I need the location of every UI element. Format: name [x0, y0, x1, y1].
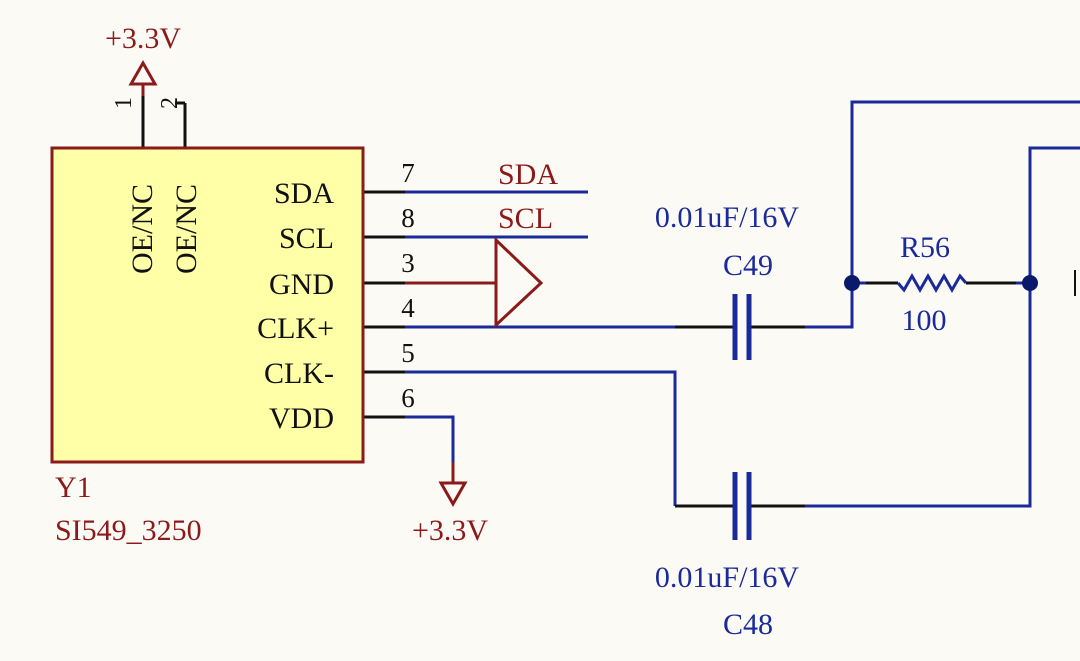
ic-pin-clk-minus-name: CLK- [264, 357, 334, 390]
power-arrow-up-icon [128, 59, 158, 86]
power-top-label: +3.3V [105, 22, 181, 55]
ic-pin-clk-plus-name: CLK+ [257, 312, 334, 345]
power-top-symbol [128, 59, 158, 96]
capacitor-c49 [675, 294, 805, 360]
capacitor-c48 [675, 472, 805, 540]
ic-pin-scl-name: SCL [279, 222, 334, 255]
ic-pin-2-number: 2 [157, 97, 183, 109]
ic-pin-5-number: 5 [401, 338, 415, 368]
ic-body [50, 146, 365, 464]
r56-designator: R56 [900, 231, 950, 264]
ic-pin-8-number: 8 [401, 203, 415, 233]
pin-stubs [141, 96, 455, 483]
r56-value: 100 [902, 304, 947, 337]
resistor-r56 [866, 272, 1016, 294]
net-label-sda: SDA [498, 158, 558, 191]
ic-pin-vdd-name: VDD [269, 402, 334, 435]
ic-pin-sda-name: SDA [274, 177, 334, 210]
wire-c48-to-r56-right [805, 146, 1080, 508]
c49-value: 0.01uF/16V [655, 201, 800, 234]
junction-dot [844, 275, 860, 291]
wire-c49-to-r56-top [805, 100, 1080, 329]
power-bottom-label: +3.3V [412, 514, 488, 547]
ic-designator: Y1 [55, 471, 92, 504]
c48-designator: C48 [723, 608, 773, 641]
power-bottom-symbol [438, 462, 468, 508]
power-arrow-down-icon [438, 481, 468, 508]
ic-pin-4-number: 4 [401, 293, 415, 323]
c48-value: 0.01uF/16V [655, 561, 800, 594]
ic-pin-1-number: 1 [111, 97, 137, 109]
wires [405, 100, 1080, 508]
c49-designator: C49 [723, 249, 773, 282]
ic-pin-7-number: 7 [401, 158, 415, 188]
ic-pin-6-number: 6 [401, 383, 415, 413]
junction-dot [1022, 275, 1038, 291]
ic-pin-1-name: OE/NC [126, 184, 159, 274]
ic-part-number: SI549_3250 [55, 514, 202, 547]
wire-vdd [405, 415, 455, 462]
net-label-scl: SCL [498, 202, 553, 235]
resistor-zigzag-icon [896, 272, 968, 294]
wire-clk-minus [405, 370, 677, 506]
ic-pin-3-number: 3 [401, 248, 415, 278]
ic-pin-2-name: OE/NC [170, 184, 203, 274]
ground-port-icon [494, 236, 544, 329]
ic-pin-gnd-name: GND [269, 268, 334, 301]
